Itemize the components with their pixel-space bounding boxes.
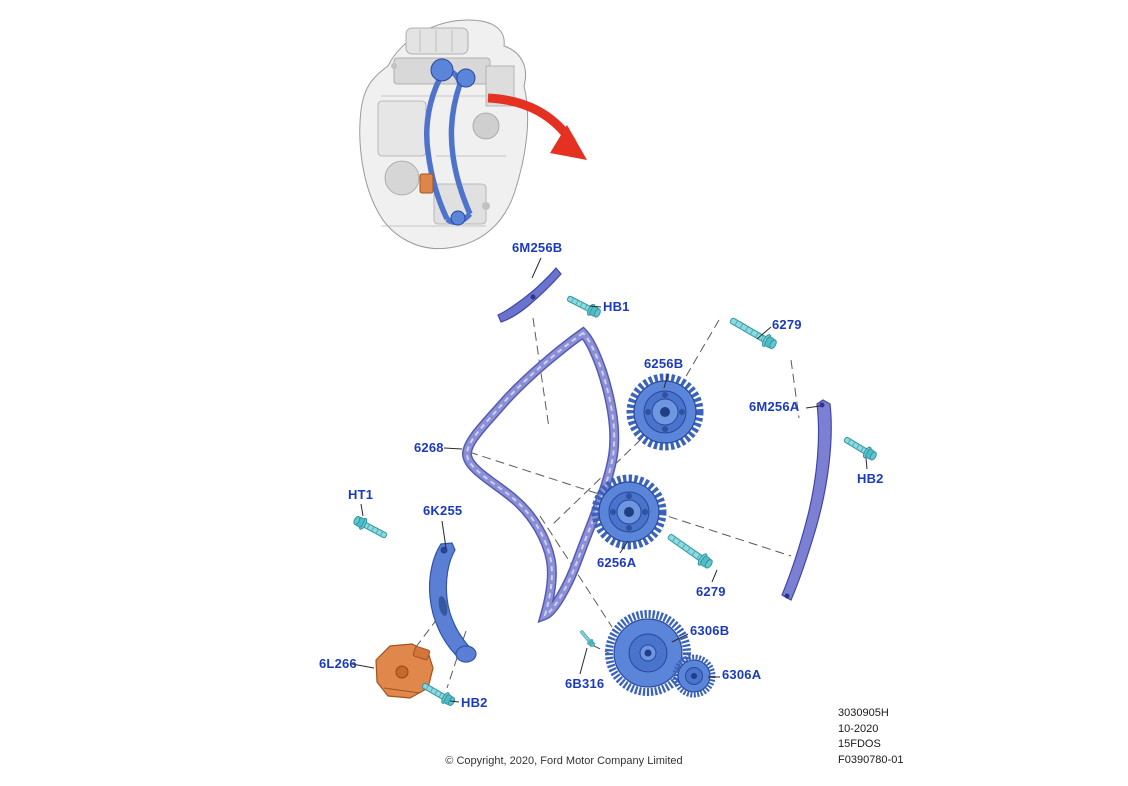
part-sprocket-6256B[interactable] — [626, 373, 704, 451]
part-bolt-HB2-lower[interactable] — [419, 679, 458, 709]
document-info-block: 3030905H 10-2020 15FDOS F0390780-01 — [838, 706, 903, 768]
part-label-6279-lower[interactable]: 6279 — [696, 584, 726, 599]
engine-chain-highlight — [419, 58, 476, 226]
part-chain-tensioner-6L266[interactable] — [375, 643, 434, 699]
part-label-6M256A[interactable]: 6M256A — [749, 399, 800, 414]
part-bolt-HB1[interactable] — [564, 292, 603, 320]
part-label-6L266[interactable]: 6L266 — [319, 656, 357, 671]
doc-number: 3030905H — [838, 707, 889, 719]
part-label-6K255[interactable]: 6K255 — [423, 503, 463, 518]
copyright-text: © Copyright, 2020, Ford Motor Company Li… — [445, 755, 683, 767]
part-sprocket-6256A[interactable] — [591, 474, 667, 550]
part-tensioner-arm-6K255[interactable] — [428, 542, 477, 663]
doc-code: 15FDOS — [838, 738, 881, 750]
part-gear-6306B[interactable] — [605, 610, 691, 696]
part-stud-HT1[interactable] — [351, 513, 390, 542]
part-chain-guide-6M256B[interactable] — [497, 267, 562, 323]
part-label-6256A[interactable]: 6256A — [597, 555, 637, 570]
part-bolt-6B316[interactable] — [578, 628, 597, 649]
part-bolt-6279-lower[interactable] — [664, 530, 716, 572]
part-label-6256B[interactable]: 6256B — [644, 356, 684, 371]
part-bolt-6279-upper[interactable] — [727, 313, 780, 352]
part-label-HB1[interactable]: HB1 — [603, 299, 630, 314]
doc-date: 10-2020 — [838, 722, 879, 735]
part-label-6B316[interactable]: 6B316 — [565, 676, 605, 691]
part-label-6306A[interactable]: 6306A — [722, 667, 762, 682]
callout-leader-lines — [351, 257, 868, 703]
part-label-HT1[interactable]: HT1 — [348, 487, 374, 502]
part-bolt-HB2-right[interactable] — [841, 433, 879, 463]
part-label-6306B[interactable]: 6306B — [690, 623, 730, 638]
part-chain-guide-6M256A[interactable] — [781, 399, 832, 601]
direction-arrow-icon — [487, 93, 587, 160]
part-label-HB2-lower[interactable]: HB2 — [461, 695, 488, 710]
part-timing-chain-6268[interactable] — [462, 326, 620, 624]
engine-thumbnail — [359, 19, 587, 250]
part-label-6268[interactable]: 6268 — [414, 440, 444, 455]
part-label-6279-upper[interactable]: 6279 — [772, 317, 802, 332]
part-label-HB2-right[interactable]: HB2 — [857, 471, 884, 486]
part-sprocket-6306A[interactable] — [672, 654, 716, 698]
part-label-6M256B[interactable]: 6M256B — [512, 240, 563, 255]
figure-number: F0390780-01 — [838, 753, 904, 766]
